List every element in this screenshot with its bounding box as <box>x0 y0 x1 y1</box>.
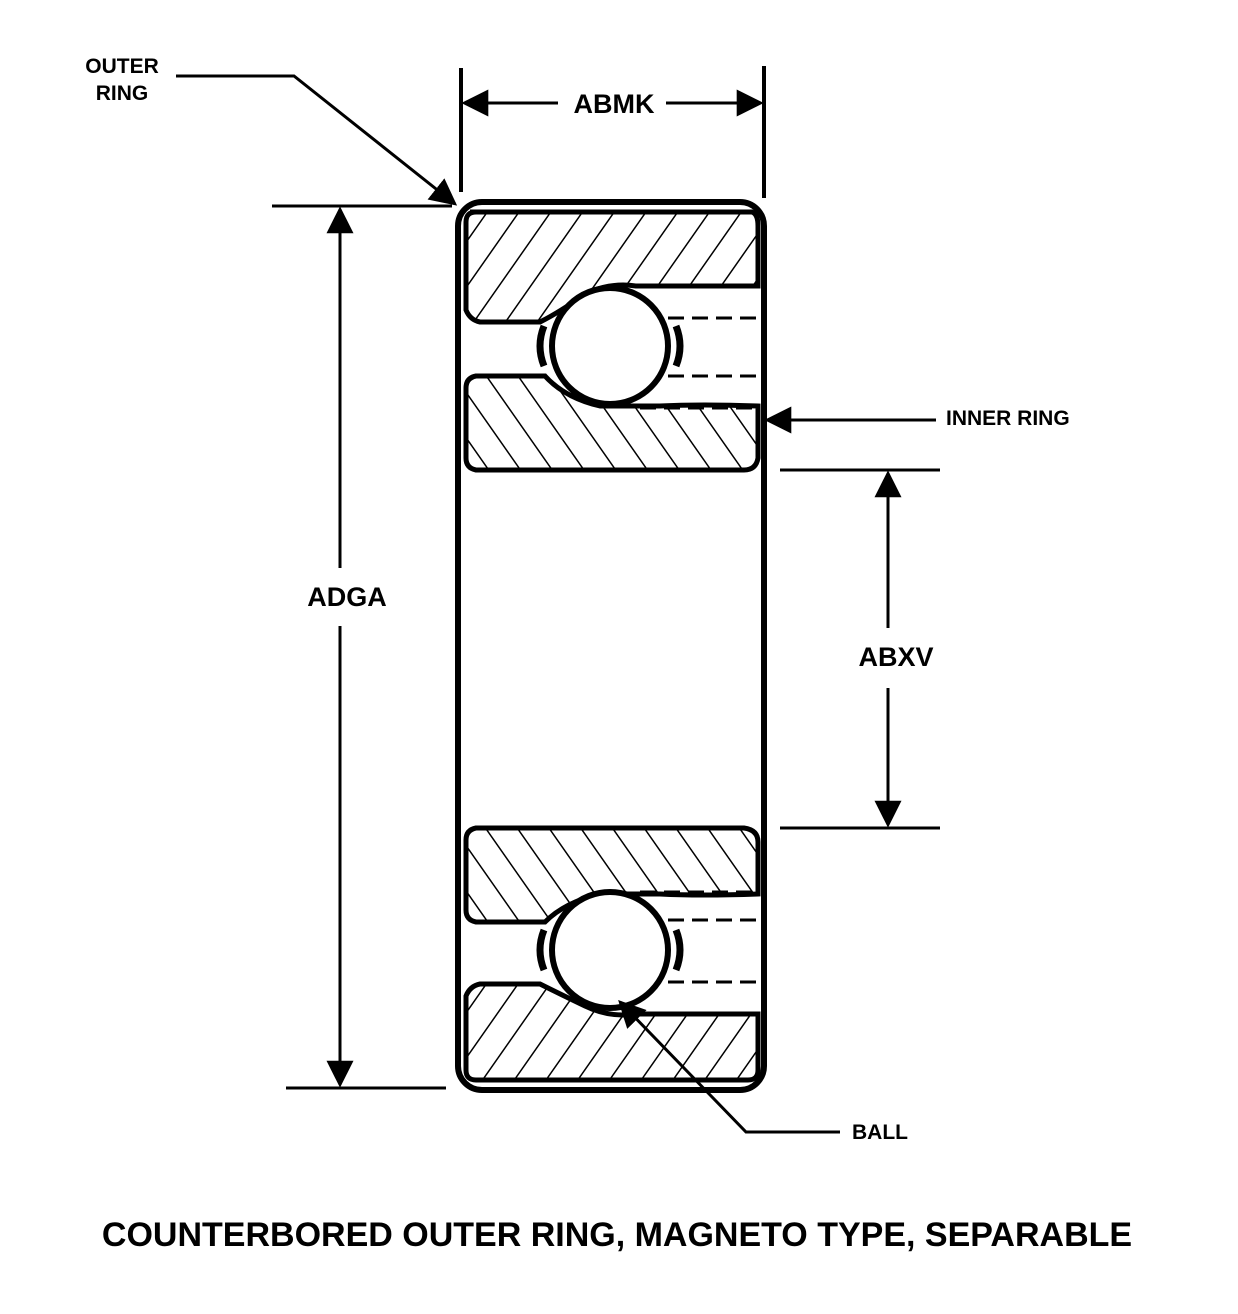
ball-label: BALL <box>852 1121 908 1144</box>
top-section <box>463 209 761 473</box>
dimension-label-abmk: ABMK <box>574 89 655 119</box>
leader-line <box>176 74 458 206</box>
bottom-section <box>463 825 761 1083</box>
dimension-width: ABMK <box>459 66 766 198</box>
callout-inner-ring: INNER RING <box>764 406 1070 434</box>
callout-outer-ring: OUTER RING <box>85 55 458 206</box>
cage-left-bottom <box>536 928 548 972</box>
outer-ring-bottom <box>463 981 761 1083</box>
ball-bottom <box>549 889 671 1011</box>
diagram-caption: COUNTERBORED OUTER RING, MAGNETO TYPE, S… <box>102 1216 1132 1254</box>
inner-ring-label: INNER RING <box>946 407 1070 430</box>
bearing-outline <box>455 199 767 1093</box>
cage-right-bottom <box>672 928 684 972</box>
dimension-label-abxv: ABXV <box>858 642 933 672</box>
leader-line <box>618 1000 840 1134</box>
ball-top <box>549 285 671 407</box>
cage-left-top <box>536 324 548 368</box>
outer-ring-label-line2: RING <box>96 82 149 105</box>
dimension-bore: ABXV <box>780 468 940 830</box>
dimension-label-adga: ADGA <box>307 582 387 612</box>
outer-ring-label-line1: OUTER <box>85 55 159 78</box>
cage-right-top <box>672 324 684 368</box>
dimension-outer-diameter: ADGA <box>272 204 452 1090</box>
callout-ball: BALL <box>618 1000 908 1144</box>
